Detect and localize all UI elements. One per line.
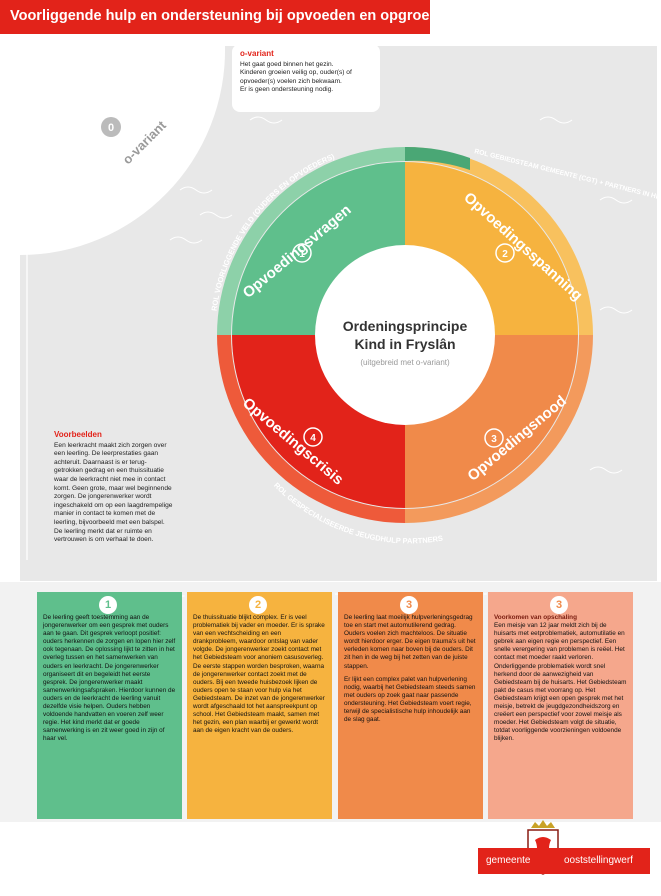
voorbeelden-line: manier in contact te komen met de — [54, 510, 156, 518]
voorbeelden-line: ingeschakeld om op een laagdrempelige — [54, 501, 173, 509]
ring-tab-green — [405, 146, 470, 170]
card-4-title: Voorkomen van opschaling — [494, 614, 577, 621]
o-variant-line-3: opvoeder(s) voelen zich bekwaam. — [240, 77, 342, 85]
example-card-2: 2 De thuissituatie blijkt complex. Er is… — [187, 592, 332, 819]
quadrant-2-badge — [495, 243, 515, 263]
ring-specialistisch — [217, 335, 405, 523]
center-subtitle: (uitgebreid met o-variant) — [360, 358, 450, 367]
o-variant-area — [20, 46, 226, 256]
municipality-logo: gemeente ooststellingwerf — [478, 848, 650, 874]
example-card-1: 1 De leerling geeft toestemming aan de j… — [37, 592, 182, 819]
example-card-3: 3 De leerling laat moeilijk hulpverlenin… — [338, 592, 483, 819]
o-variant-badge — [101, 117, 121, 137]
center-circle — [315, 245, 495, 425]
voorbeelden-line: leerling, bijvoorbeeld met een balspel. — [54, 518, 165, 526]
voorbeelden-line: zorgen. De jongerenwerker wordt — [54, 493, 152, 501]
o-variant-line-4: Er is geen ondersteuning nodig. — [240, 86, 334, 94]
card-4-number: 3 — [550, 596, 568, 614]
quadrant-2-num: 2 — [502, 249, 508, 260]
left-arrow-head — [23, 228, 31, 236]
o-variant-box-title: o-variant — [240, 49, 274, 58]
card-2-number: 2 — [249, 596, 267, 614]
center-title-2: Kind in Fryslân — [354, 336, 455, 352]
voorbeelden-title: Voorbeelden — [54, 430, 102, 439]
card-3-number: 3 — [400, 596, 418, 614]
voorbeelden-line: Een leerkracht maakt zich zorgen over — [54, 441, 167, 449]
card-3-text-2: Er lijkt een complex palet van hulpverle… — [344, 675, 476, 724]
card-1-text: De leerling geeft toestemming aan de jon… — [43, 614, 176, 743]
ring-voorliggend — [217, 147, 405, 335]
o-variant-badge-num: 0 — [108, 122, 114, 134]
center-title-1: Ordeningsprincipe — [343, 318, 468, 334]
flow-arrows — [169, 116, 633, 474]
voorbeelden-line: een leerling. De leerprestaties gaan — [54, 450, 159, 458]
card-2-text: De thuissituatie blijkt complex. Er is v… — [193, 614, 325, 735]
voorbeelden-line: achteruit. Daarnaast is er terug- — [54, 458, 147, 466]
example-card-4: 3 Voorkomen van opschaling Een meisje va… — [488, 592, 633, 819]
card-1-number: 1 — [99, 596, 117, 614]
o-variant-box: o-variant Het gaat goed binnen het gezin… — [232, 44, 380, 112]
voorbeelden-line: waar de leerkracht niet mee in contact — [54, 475, 166, 483]
o-variant-line-2: Kinderen groeien veilig op, ouder(s) of — [240, 69, 352, 77]
card-4-text: Een meisje van 12 jaar meldt zich bij de… — [494, 622, 627, 743]
voorbeelden-line: komt. Geen grote, maar wel beginnende — [54, 484, 172, 492]
quadrant-3-num: 3 — [491, 434, 497, 445]
quadrant-3-badge — [484, 428, 504, 448]
quadrant-1-num: 1 — [299, 249, 305, 260]
logo-gemeente: gemeente — [486, 855, 531, 866]
ring-gebiedsteam-top — [405, 147, 593, 335]
voorbeelden-box: Voorbeelden Een leerkracht maakt zich zo… — [50, 427, 198, 549]
ring-gebiedsteam-right — [405, 335, 593, 523]
logo-name: ooststellingwerf — [564, 855, 633, 866]
quadrant-4-badge — [303, 427, 323, 447]
quadrant-4-num: 4 — [310, 433, 316, 444]
page-title: Voorliggende hulp en ondersteuning bij o… — [10, 8, 451, 24]
voorbeelden-line: vertrouwen is om verhaal te doen. — [54, 536, 154, 544]
header-banner: Voorliggende hulp en ondersteuning bij o… — [0, 0, 450, 34]
voorbeelden-line: getrokken gedrag en een thuissituatie — [54, 467, 164, 475]
o-variant-line-1: Het gaat goed binnen het gezin. — [240, 60, 334, 68]
quadrant-1-badge — [292, 243, 312, 263]
voorbeelden-line: De leerling merkt dat er ruimte en — [54, 527, 152, 535]
card-3-text-1: De leerling laat moeilijk hulpverlenings… — [344, 614, 476, 670]
